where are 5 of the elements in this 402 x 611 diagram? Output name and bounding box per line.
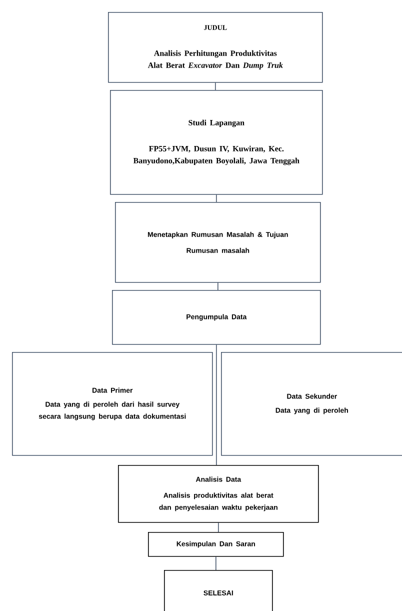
- connector-line: [216, 344, 217, 466]
- process-box: Studi Lapangan FP55+JVM, Dusun IV, Kuwiran, Kec. Banyudono,Kabupaten Boyolali, Jawa Tenggah: [110, 90, 323, 195]
- connector-line: [216, 194, 217, 202]
- connector-line: [215, 82, 216, 90]
- connector-line: [218, 522, 219, 532]
